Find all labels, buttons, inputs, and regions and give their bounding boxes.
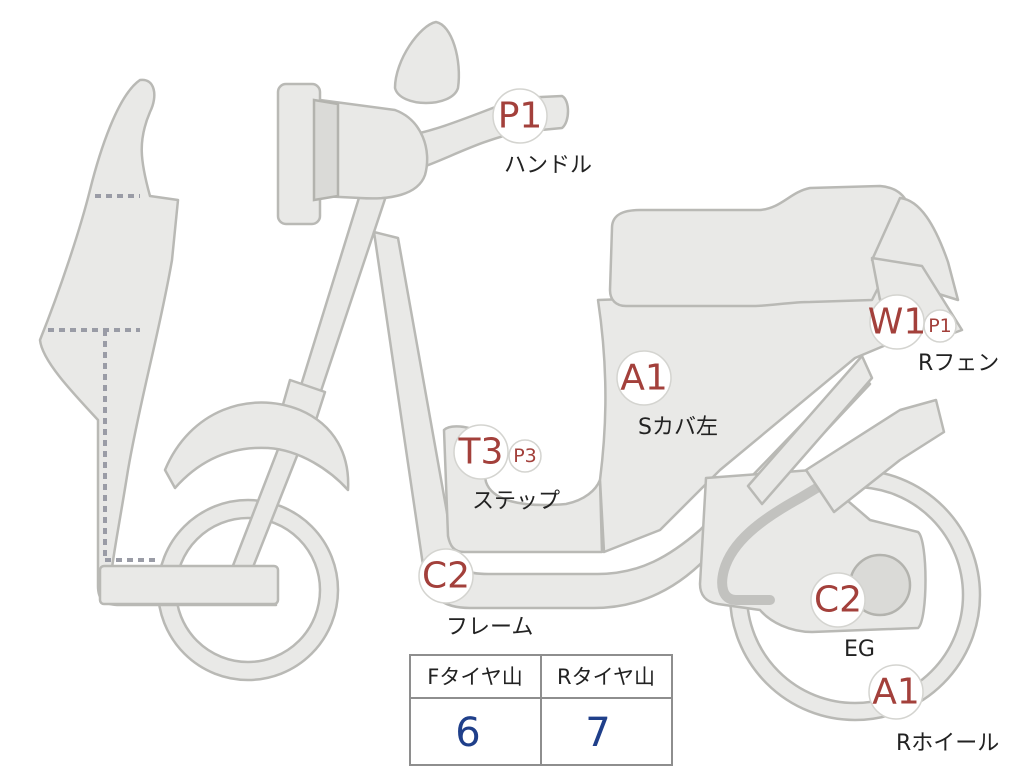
grade-badge: [453, 424, 509, 480]
grade-badge: [418, 548, 474, 604]
headlight-rim-shape: [312, 98, 340, 202]
tire-tread-table: Fタイヤ山 Rタイヤ山 6 7: [409, 654, 673, 766]
sub-grade-text: P3: [513, 445, 537, 467]
grade-text: P1: [498, 96, 543, 137]
rear-tire-header: Rタイヤ山: [557, 665, 655, 689]
inspection-point-engine[interactable]: C2 EG: [810, 572, 875, 662]
grade-text: C2: [814, 580, 862, 621]
part-label: ハンドル: [504, 153, 592, 178]
part-label: Sカバ左: [638, 415, 718, 440]
inspection-point-step[interactable]: T3 P3 ステップ: [453, 424, 560, 514]
rear-tire-value: 7: [585, 710, 610, 756]
inspection-point-handle[interactable]: P1 ハンドル: [492, 88, 592, 178]
floor-front-shape: [98, 564, 280, 606]
inspection-point-rear-wheel[interactable]: A1 Rホイール: [868, 664, 999, 756]
grade-badge: [810, 572, 866, 628]
sub-grade-badge: [508, 439, 542, 473]
front-tire-value: 6: [455, 710, 480, 756]
part-label: Rホイール: [896, 731, 999, 756]
front-fender-shape: [163, 401, 350, 492]
side-cover-shape: [596, 288, 888, 554]
mirror-shape: [393, 20, 461, 105]
part-label: フレーム: [446, 615, 533, 640]
seat-shape: [608, 184, 912, 308]
sub-grade-badge: [923, 309, 957, 343]
grade-text: C2: [422, 556, 470, 597]
inspection-point-rear-fender[interactable]: W1 P1 Rフェン: [868, 294, 1000, 376]
grade-text: A1: [620, 358, 668, 399]
grade-text: A1: [872, 672, 920, 713]
part-label: ステップ: [472, 489, 560, 514]
grade-badge: [868, 664, 924, 720]
shock-absorber-shape: [804, 398, 946, 514]
part-label: EG: [844, 637, 875, 662]
grade-text: W1: [868, 302, 927, 343]
exhaust-pipe-shape: [717, 469, 845, 605]
air-cleaner-shape: [746, 354, 874, 506]
inspection-point-frame[interactable]: C2 フレーム: [418, 548, 533, 640]
headlight-housing-shape: [318, 98, 429, 200]
front-tire-header: Fタイヤ山: [427, 665, 522, 689]
grade-text: T3: [458, 432, 504, 473]
grade-badge: [492, 88, 548, 144]
sub-grade-text: P1: [928, 315, 952, 337]
inspection-point-side-cover-left[interactable]: A1 Sカバ左: [616, 350, 718, 440]
part-label: Rフェン: [918, 351, 999, 376]
grade-badge: [616, 350, 672, 406]
